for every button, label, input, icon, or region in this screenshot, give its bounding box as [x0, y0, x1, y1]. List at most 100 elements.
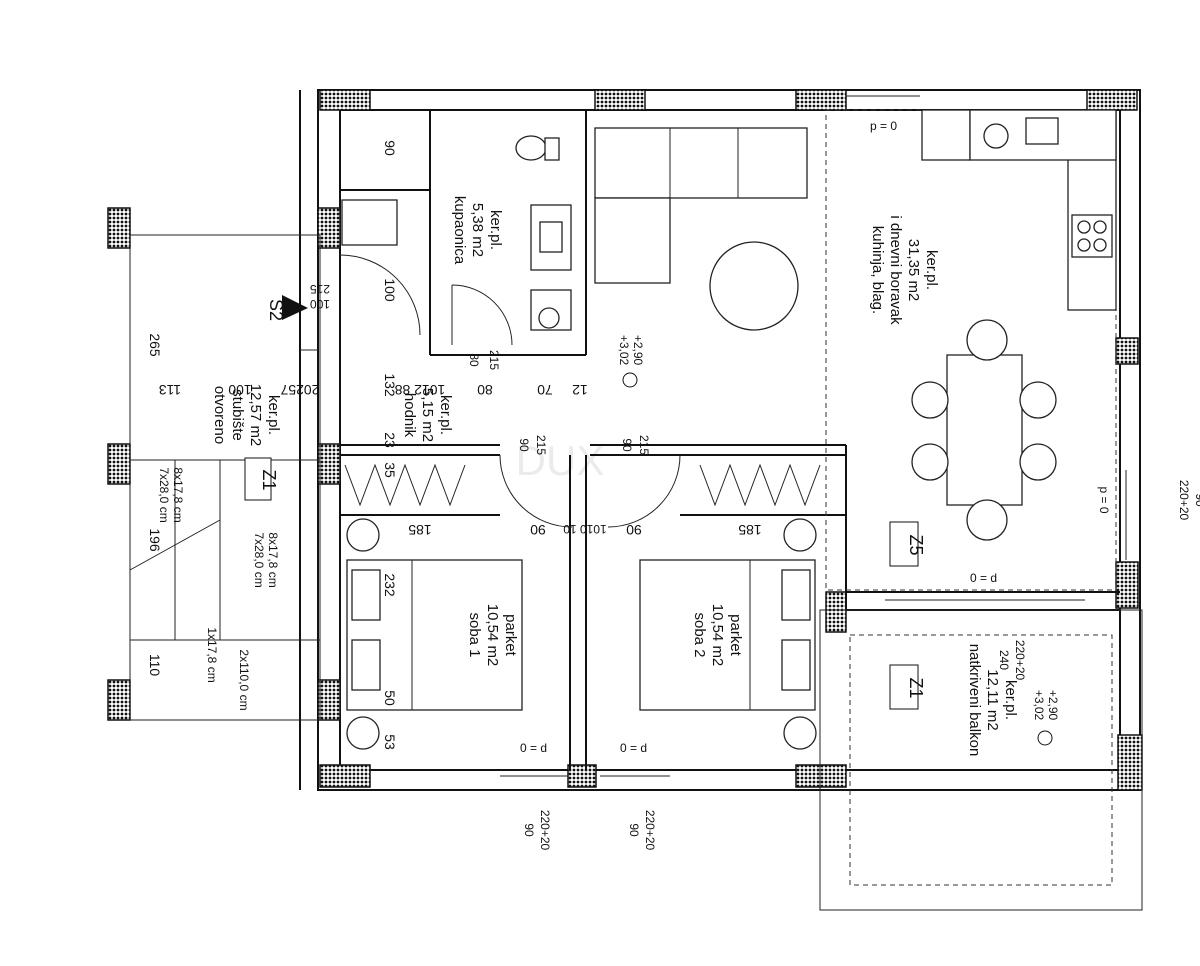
dim-215a: 215 [310, 282, 330, 296]
watermark: DUX [516, 437, 605, 484]
dim-100a: 100 [228, 382, 252, 398]
kitchen-area: 31,35 m2 [905, 239, 922, 302]
bathroom-fixtures [341, 135, 572, 331]
windows [500, 95, 1127, 777]
z1-label: Z1 [259, 469, 279, 490]
level-b: +2,90 [631, 335, 645, 366]
dim-70: 70 [537, 382, 553, 398]
level-marker-icon-2 [1037, 730, 1053, 746]
stairs-d: 8x17,8 cm [266, 532, 280, 587]
doors [339, 254, 681, 528]
dim-80: 80 [477, 382, 493, 398]
win-c-bot: 220+20 [1013, 640, 1027, 681]
dim-90-215a: 90 [517, 438, 531, 452]
bathroom-floor: ker.pl. [487, 210, 504, 250]
stairs-name-line2: stubište [229, 389, 246, 441]
dim-132: 132 [382, 373, 398, 397]
p0-a: p = 0 [870, 119, 897, 133]
dim-35: 35 [382, 462, 398, 478]
balcony-floor: ker.pl. [1002, 680, 1019, 720]
dim-90c: 90 [626, 522, 642, 538]
room2-name: soba 2 [691, 612, 708, 657]
win-a-bot: 220+20 [538, 810, 552, 851]
dim-90a: 90 [382, 140, 398, 156]
stairs-name-line1: otvoreno [211, 386, 228, 444]
kitchen-counter [921, 109, 1117, 311]
dining-set [911, 319, 1057, 541]
win-b-top: 90 [627, 823, 641, 837]
stairs-a: 7x28,0 cm [157, 467, 171, 522]
hallway-area: 5,15 m2 [419, 388, 436, 442]
z1b-label: Z1 [906, 677, 926, 698]
dim-113: 113 [159, 382, 182, 398]
interior-walls [340, 110, 1120, 770]
section-mark: S2 [266, 299, 286, 321]
win-d-bot: 90 [1193, 493, 1200, 507]
dim-80b: 80 [467, 353, 481, 367]
dim-196: 196 [147, 528, 163, 552]
win-c-top: 240 [997, 650, 1011, 670]
stairs-b: 8x17,8 cm [171, 467, 185, 522]
room2-area: 10,54 m2 [709, 604, 726, 667]
columns [107, 89, 1143, 791]
wardrobes [344, 463, 821, 507]
dim-215d: 215 [637, 435, 651, 455]
p0-d: 0 = d [520, 741, 547, 755]
win-a-top: 90 [522, 823, 536, 837]
stair-outline [129, 234, 321, 721]
kitchen-floor: ker.pl. [923, 250, 940, 290]
dim-50: 50 [382, 690, 398, 706]
room1-area: 10,54 m2 [484, 604, 501, 667]
dim-185b: 185 [738, 522, 762, 538]
hallway-floor: ker.pl. [437, 395, 454, 435]
dim-90-215b: 90 [620, 438, 634, 452]
level-c: +3,02 [1032, 690, 1046, 721]
stairs-floor: ker.pl. [265, 395, 282, 435]
bathroom-name: kupaonica [451, 196, 468, 265]
balcony-area: 12,11 m2 [984, 669, 1001, 730]
dim-215b: 215 [487, 350, 501, 370]
exterior-walls [299, 89, 1141, 791]
p0-e: 0 = d [620, 741, 647, 755]
stairs-f: 2x110,0 cm [237, 649, 251, 710]
bathroom-area: 5,38 m2 [469, 203, 486, 257]
dim-110: 110 [147, 654, 163, 677]
dim-215c: 215 [534, 435, 548, 455]
balcony-outline [819, 609, 1143, 911]
p0-c: 0 = d [970, 571, 997, 585]
dim-100c: 100 [310, 297, 330, 311]
z5-label: Z5 [906, 534, 926, 555]
z5-marker: Z5 [889, 521, 926, 567]
bed-room1 [346, 518, 523, 750]
dim-23: 23 [382, 432, 398, 448]
room2-floor: parket [727, 614, 744, 657]
kitchen-name-line2: i dnevni boravak [887, 215, 904, 325]
stairs-e: 1x17,8 cm [205, 627, 219, 682]
stairs-area: 12,57 m2 [247, 384, 264, 447]
win-b-bot: 220+20 [643, 810, 657, 851]
win-d-top: 220+20 [1177, 480, 1191, 521]
kitchen-name-line1: kuhinja, blag. [869, 226, 886, 314]
dim-1012: 1012 88 [394, 382, 445, 398]
z1-marker: Z1 [244, 457, 279, 501]
level-a: +3,02 [617, 335, 631, 366]
dim-100b: 100 [382, 278, 398, 302]
stairs-c: 7x28,0 cm [252, 532, 266, 587]
dim-20257: 20257 [280, 382, 319, 398]
room1-floor: parket [502, 614, 519, 657]
hallway-name: hodnik [401, 393, 418, 438]
dim-90b: 90 [530, 522, 546, 538]
balcony-name: natkriveni balkon [966, 644, 983, 757]
dim-265: 265 [147, 333, 163, 357]
dim-10: 1010 10 [563, 522, 607, 536]
p0-b: p = 0 [1097, 486, 1111, 513]
z1b-marker: Z1 [889, 664, 926, 710]
sofa [594, 127, 808, 284]
room1-name: soba 1 [466, 612, 483, 657]
dim-12: 12 [572, 382, 588, 398]
dim-185a: 185 [408, 522, 432, 538]
dim-232: 232 [382, 573, 398, 597]
round-table [709, 241, 799, 331]
